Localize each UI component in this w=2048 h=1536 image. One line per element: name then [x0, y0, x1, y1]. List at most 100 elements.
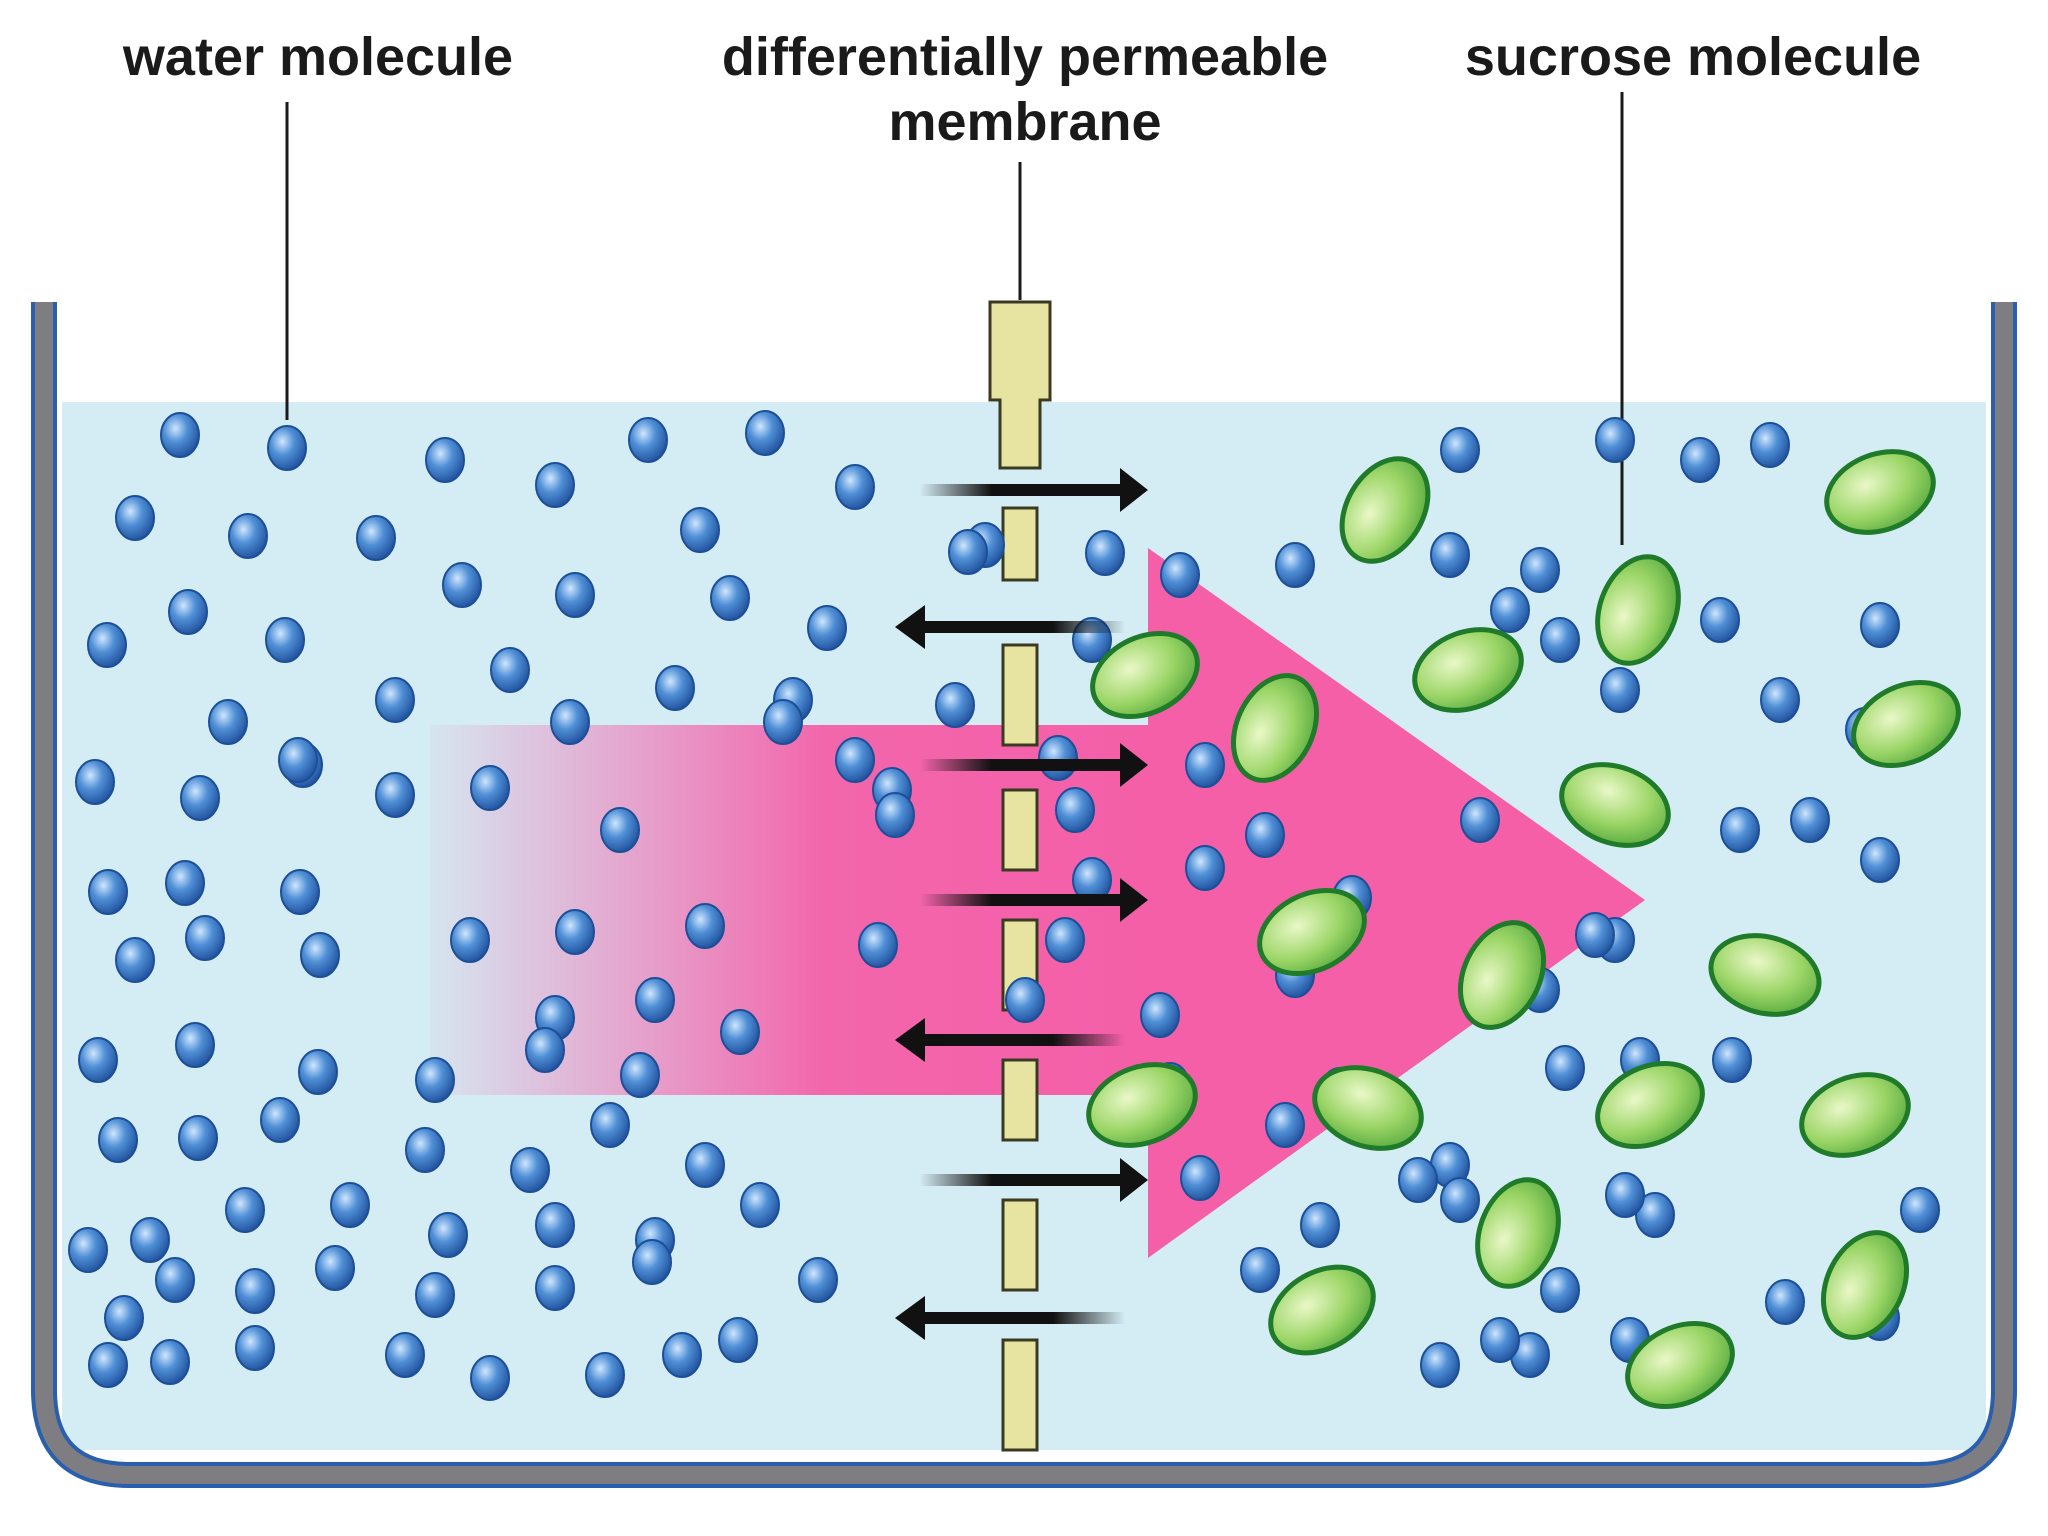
water-molecule	[1760, 677, 1800, 723]
water-molecule	[1038, 735, 1078, 781]
water-molecule	[375, 772, 415, 818]
sucrose-molecule	[1086, 1062, 1198, 1148]
water-molecule	[490, 647, 530, 693]
water-molecule	[115, 495, 155, 541]
water-molecule	[1240, 1247, 1280, 1293]
water-molecule	[600, 807, 640, 853]
sucrose-molecule	[1339, 456, 1431, 564]
sucrose-molecules	[1086, 449, 1961, 1410]
sucrose-molecule	[1824, 449, 1936, 535]
water-molecule	[535, 1265, 575, 1311]
water-molecule	[745, 410, 785, 456]
water-molecule	[150, 1339, 190, 1385]
membrane-label-line1: differentially permeable	[722, 27, 1328, 87]
water-molecule	[87, 622, 127, 668]
water-molecule	[590, 1102, 630, 1148]
water-molecule	[450, 917, 490, 963]
diffusion-arrows	[895, 468, 1148, 1340]
water-molecule	[298, 1049, 338, 1095]
water-molecule	[104, 1295, 144, 1341]
water-molecule	[1140, 992, 1180, 1038]
water-molecule	[535, 1202, 575, 1248]
water-molecule	[168, 589, 208, 635]
water-molecule	[1750, 422, 1790, 468]
water-molecule	[718, 1317, 758, 1363]
membrane	[988, 300, 1052, 1452]
water-molecule	[858, 922, 898, 968]
sucrose-molecule	[1851, 679, 1961, 769]
membrane-segment	[1001, 643, 1039, 747]
sucrose-molecule	[1475, 1177, 1561, 1289]
water-molecule	[835, 464, 875, 510]
sucrose-molecule	[1268, 1264, 1376, 1356]
water-molecule	[1275, 542, 1315, 588]
sucrose-molecule	[1625, 1320, 1735, 1410]
water-molecule	[1720, 807, 1760, 853]
membrane-segment	[1001, 1198, 1039, 1292]
water-molecule	[1180, 1155, 1220, 1201]
water-molecule	[510, 1147, 550, 1193]
water-molecule	[405, 1127, 445, 1173]
arrow-right	[920, 468, 1148, 512]
water-molecule	[115, 937, 155, 983]
water-molecule	[1860, 602, 1900, 648]
membrane-label-line2: membrane	[888, 92, 1161, 152]
water-molecule	[175, 1022, 215, 1068]
water-molecule	[685, 1142, 725, 1188]
water-molecule	[1245, 812, 1285, 858]
water-molecules	[68, 410, 1940, 1401]
water-molecule	[88, 869, 128, 915]
sucrose-molecule	[1708, 933, 1822, 1017]
sucrose-molecule	[1595, 1060, 1705, 1150]
water-molecule	[1045, 917, 1085, 963]
water-molecule	[628, 417, 668, 463]
sucrose-molecule	[1230, 673, 1320, 783]
water-molecule	[1440, 1177, 1480, 1223]
water-molecule	[1460, 797, 1500, 843]
water-molecule	[763, 699, 803, 745]
water-molecule	[1700, 597, 1740, 643]
sucrose-molecule	[1559, 762, 1671, 848]
water-molecule	[1605, 1172, 1645, 1218]
water-molecule	[1575, 912, 1615, 958]
water-molecule	[620, 1052, 660, 1098]
water-molecule	[1490, 587, 1530, 633]
water-molecule	[1160, 552, 1200, 598]
labels: water molecule differentially permeable …	[122, 27, 1921, 152]
water-molecule	[278, 737, 318, 783]
water-molecule	[680, 507, 720, 553]
water-molecule	[1440, 427, 1480, 473]
sucrose-molecule	[1257, 887, 1367, 977]
water-molecule	[1430, 532, 1470, 578]
water-molecule	[415, 1057, 455, 1103]
water-molecule	[1790, 797, 1830, 843]
arrow-left	[895, 1018, 1125, 1062]
membrane-segment	[1001, 506, 1039, 582]
water-molecule	[550, 699, 590, 745]
arrow-right	[920, 1158, 1148, 1202]
arrow-left	[895, 605, 1125, 649]
water-molecule	[375, 677, 415, 723]
water-molecule	[535, 462, 575, 508]
water-molecule	[300, 932, 340, 978]
water-molecule	[88, 1342, 128, 1388]
water-molecule	[330, 1182, 370, 1228]
water-molecule	[235, 1268, 275, 1314]
sucrose-molecule	[1799, 1072, 1911, 1158]
water-molecule	[260, 1097, 300, 1143]
water-molecule	[555, 909, 595, 955]
water-molecule	[662, 1332, 702, 1378]
water-molecule	[807, 605, 847, 651]
water-molecule	[78, 1037, 118, 1083]
sucrose-molecule	[1457, 920, 1547, 1030]
water-molecule	[1185, 845, 1225, 891]
water-molecule	[798, 1257, 838, 1303]
arrow-left	[895, 1296, 1125, 1340]
water-molecule	[155, 1257, 195, 1303]
water-molecule	[1520, 547, 1560, 593]
water-molecule	[235, 1325, 275, 1371]
water-molecule	[1540, 1267, 1580, 1313]
water-molecule	[525, 1027, 565, 1073]
water-molecule	[1265, 1102, 1305, 1148]
